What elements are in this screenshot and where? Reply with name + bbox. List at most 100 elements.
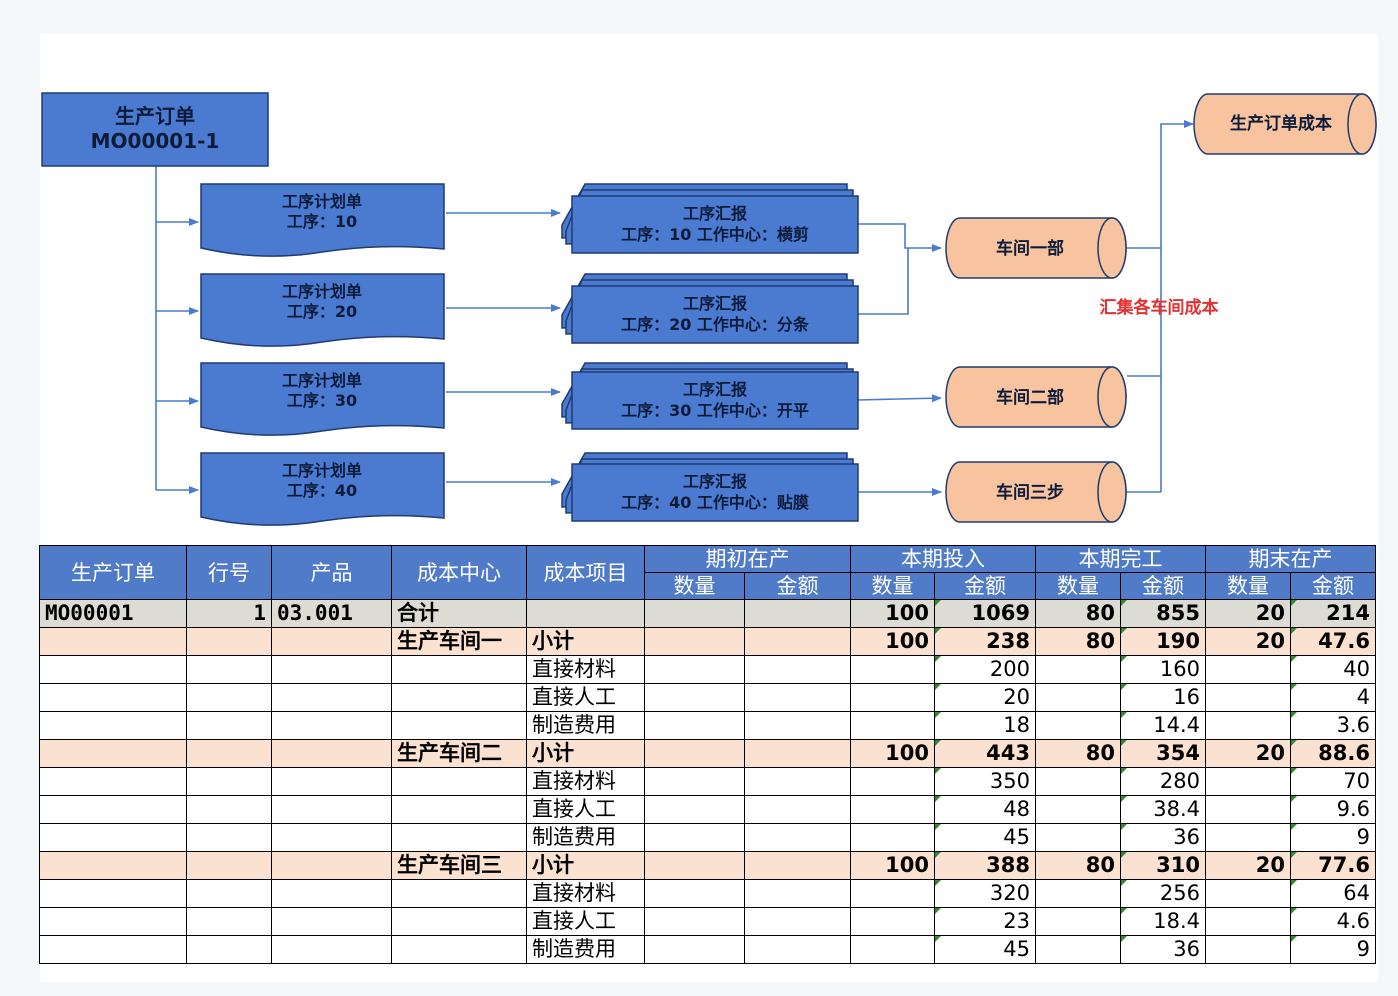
plan-step: 工序：30 <box>287 391 357 410</box>
cell-begin-qty <box>644 739 745 768</box>
cell-line <box>186 711 272 740</box>
cell-line <box>186 935 272 964</box>
cell-input-qty <box>850 879 935 908</box>
col-group-ending-wip: 期末在产 <box>1205 545 1376 573</box>
cell-completed-qty <box>1035 879 1121 908</box>
cell-cost-item: 制造费用 <box>526 935 645 964</box>
cell-input-amount: 20 <box>934 683 1036 712</box>
report-title: 工序汇报 <box>683 472 747 491</box>
cell-ending-amount: 4 <box>1290 683 1376 712</box>
cell-order <box>39 935 187 964</box>
cell-line: 1 <box>186 599 272 628</box>
cell-cost-center <box>391 795 527 824</box>
cell-ending-qty <box>1205 935 1291 964</box>
process-report-stack: 工序汇报 工序：40 工作中心：贴膜 <box>561 452 859 522</box>
order-box-number: MO00001-1 <box>91 129 220 153</box>
plan-step: 工序：20 <box>287 302 357 321</box>
cell-order <box>39 739 187 768</box>
cell-product <box>271 935 392 964</box>
cell-ending-qty: 20 <box>1205 851 1291 880</box>
cell-cost-item: 直接材料 <box>526 655 645 684</box>
table-header: 生产订单 行号 产品 成本中心 成本项目 期初在产 本期投入 本期完工 期末在产… <box>39 545 1376 600</box>
col-amount: 金额 <box>1120 572 1206 600</box>
cell-order: MO00001 <box>39 599 187 628</box>
cell-input-amount: 200 <box>934 655 1036 684</box>
cell-ending-qty: 20 <box>1205 627 1291 656</box>
cell-ending-qty <box>1205 767 1291 796</box>
cell-completed-amount: 36 <box>1120 823 1206 852</box>
cell-completed-amount: 354 <box>1120 739 1206 768</box>
workshop-cylinder: 车间三步 <box>945 461 1127 523</box>
cell-begin-amount <box>744 627 851 656</box>
cell-order <box>39 711 187 740</box>
cell-completed-qty <box>1035 823 1121 852</box>
cell-completed-qty: 80 <box>1035 739 1121 768</box>
cell-cost-item: 直接人工 <box>526 683 645 712</box>
cell-ending-amount: 47.6 <box>1290 627 1376 656</box>
cell-order <box>39 627 187 656</box>
cell-input-qty <box>850 935 935 964</box>
cell-cost-center <box>391 907 527 936</box>
cell-begin-qty <box>644 599 745 628</box>
cell-begin-qty <box>644 823 745 852</box>
cell-input-amount: 1069 <box>934 599 1036 628</box>
col-qty: 数量 <box>850 572 935 600</box>
cell-ending-qty: 20 <box>1205 739 1291 768</box>
plan-step: 工序：10 <box>287 212 357 231</box>
col-line: 行号 <box>186 545 272 600</box>
cell-begin-qty <box>644 655 745 684</box>
cell-begin-qty <box>644 935 745 964</box>
cell-input-amount: 320 <box>934 879 1036 908</box>
cell-input-qty: 100 <box>850 599 935 628</box>
col-amount: 金额 <box>744 572 851 600</box>
cell-completed-amount: 256 <box>1120 879 1206 908</box>
cell-input-amount: 238 <box>934 627 1036 656</box>
cell-product <box>271 683 392 712</box>
cell-ending-amount: 4.6 <box>1290 907 1376 936</box>
cell-ending-qty <box>1205 907 1291 936</box>
col-group-beginning-wip: 期初在产 <box>644 545 851 573</box>
col-cost-center: 成本中心 <box>391 545 527 600</box>
cell-product <box>271 879 392 908</box>
order-box-title: 生产订单 <box>115 104 195 128</box>
workshop-label: 车间二部 <box>996 387 1064 408</box>
workshop-label: 车间三步 <box>996 482 1064 503</box>
cell-order <box>39 795 187 824</box>
cell-ending-amount: 64 <box>1290 879 1376 908</box>
cell-cost-center: 合计 <box>391 599 527 628</box>
workshop-cylinder: 车间一部 <box>945 217 1127 279</box>
cell-order <box>39 655 187 684</box>
cell-completed-qty <box>1035 683 1121 712</box>
cell-ending-amount: 40 <box>1290 655 1376 684</box>
report-detail: 工序：20 工作中心：分条 <box>621 315 810 334</box>
cell-product <box>271 711 392 740</box>
order-cost-label: 生产订单成本 <box>1230 113 1332 134</box>
cell-cost-center: 生产车间二 <box>391 739 527 768</box>
cell-order <box>39 767 187 796</box>
cell-begin-amount <box>744 823 851 852</box>
cell-product <box>271 907 392 936</box>
cell-begin-amount <box>744 655 851 684</box>
cell-begin-amount <box>744 879 851 908</box>
cell-completed-qty: 80 <box>1035 599 1121 628</box>
cell-input-amount: 45 <box>934 823 1036 852</box>
cell-cost-center <box>391 823 527 852</box>
cell-begin-qty <box>644 711 745 740</box>
report-title: 工序汇报 <box>683 294 747 313</box>
flow-connectors <box>155 120 1194 496</box>
cell-line <box>186 823 272 852</box>
report-detail: 工序：10 工作中心：横剪 <box>621 225 809 244</box>
plan-step: 工序：40 <box>287 481 357 500</box>
plan-title: 工序计划单 <box>282 282 362 301</box>
cell-input-qty <box>850 907 935 936</box>
cell-product: 03.001 <box>271 599 392 628</box>
cell-ending-qty <box>1205 795 1291 824</box>
cell-input-amount: 45 <box>934 935 1036 964</box>
report-title: 工序汇报 <box>683 380 747 399</box>
process-report-stack: 工序汇报 工序：10 工作中心：横剪 <box>561 183 859 254</box>
cell-completed-qty: 80 <box>1035 627 1121 656</box>
cell-input-amount: 350 <box>934 767 1036 796</box>
